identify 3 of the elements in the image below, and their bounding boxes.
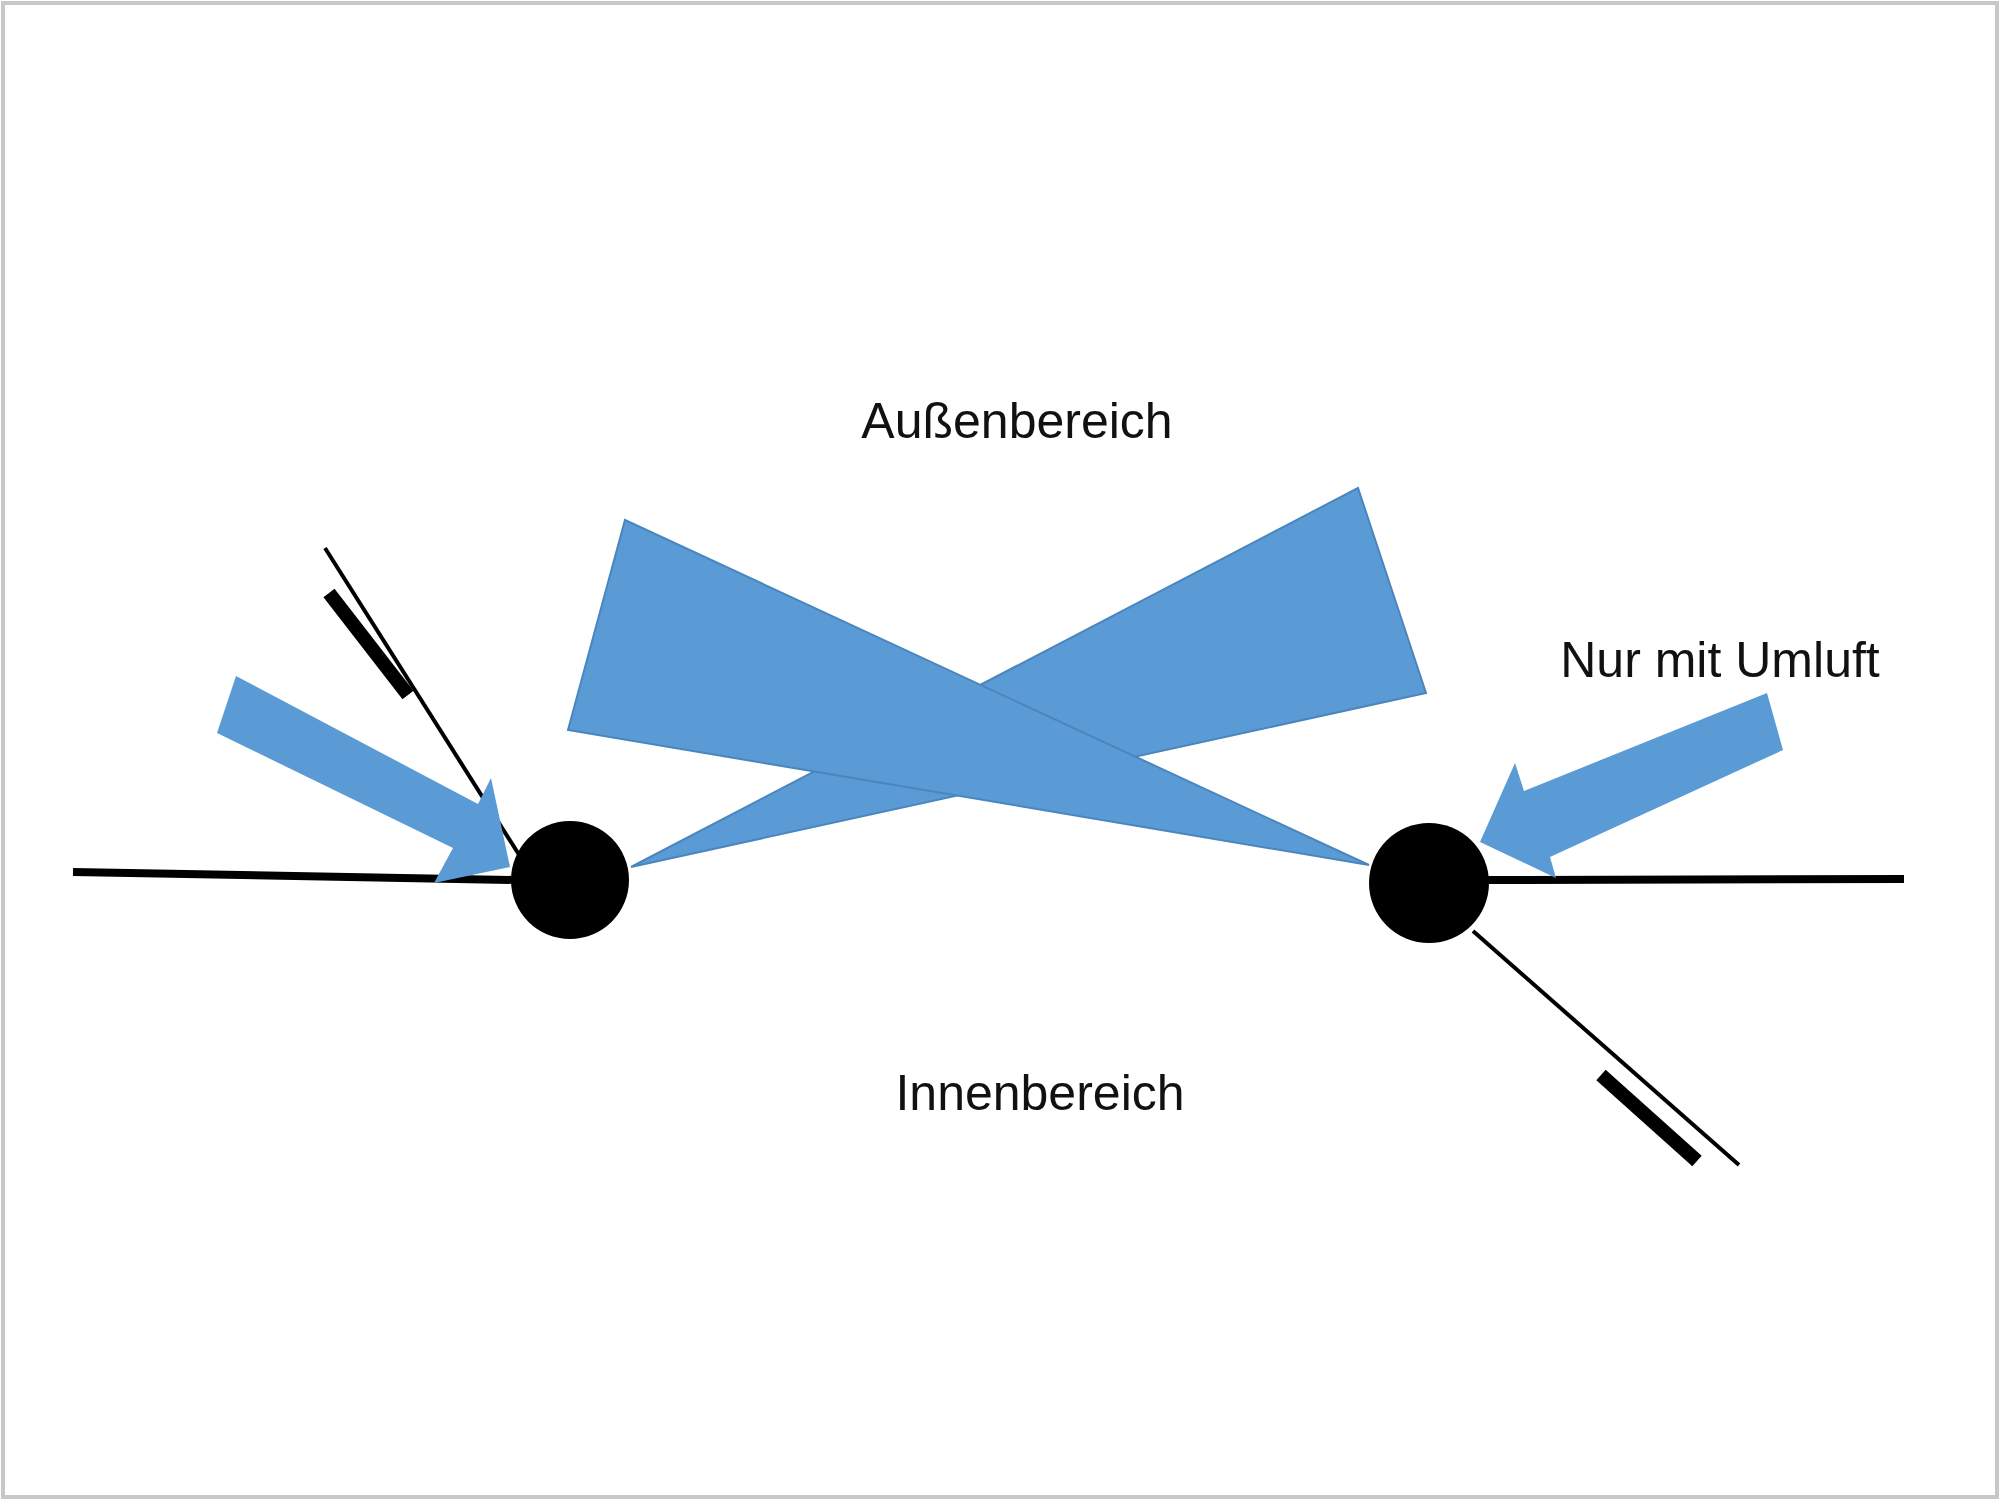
area-label: Innenbereich xyxy=(895,1065,1185,1121)
note-label: Nur mit Umluft xyxy=(1560,632,1880,688)
area-label: Außenbereich xyxy=(861,393,1173,449)
